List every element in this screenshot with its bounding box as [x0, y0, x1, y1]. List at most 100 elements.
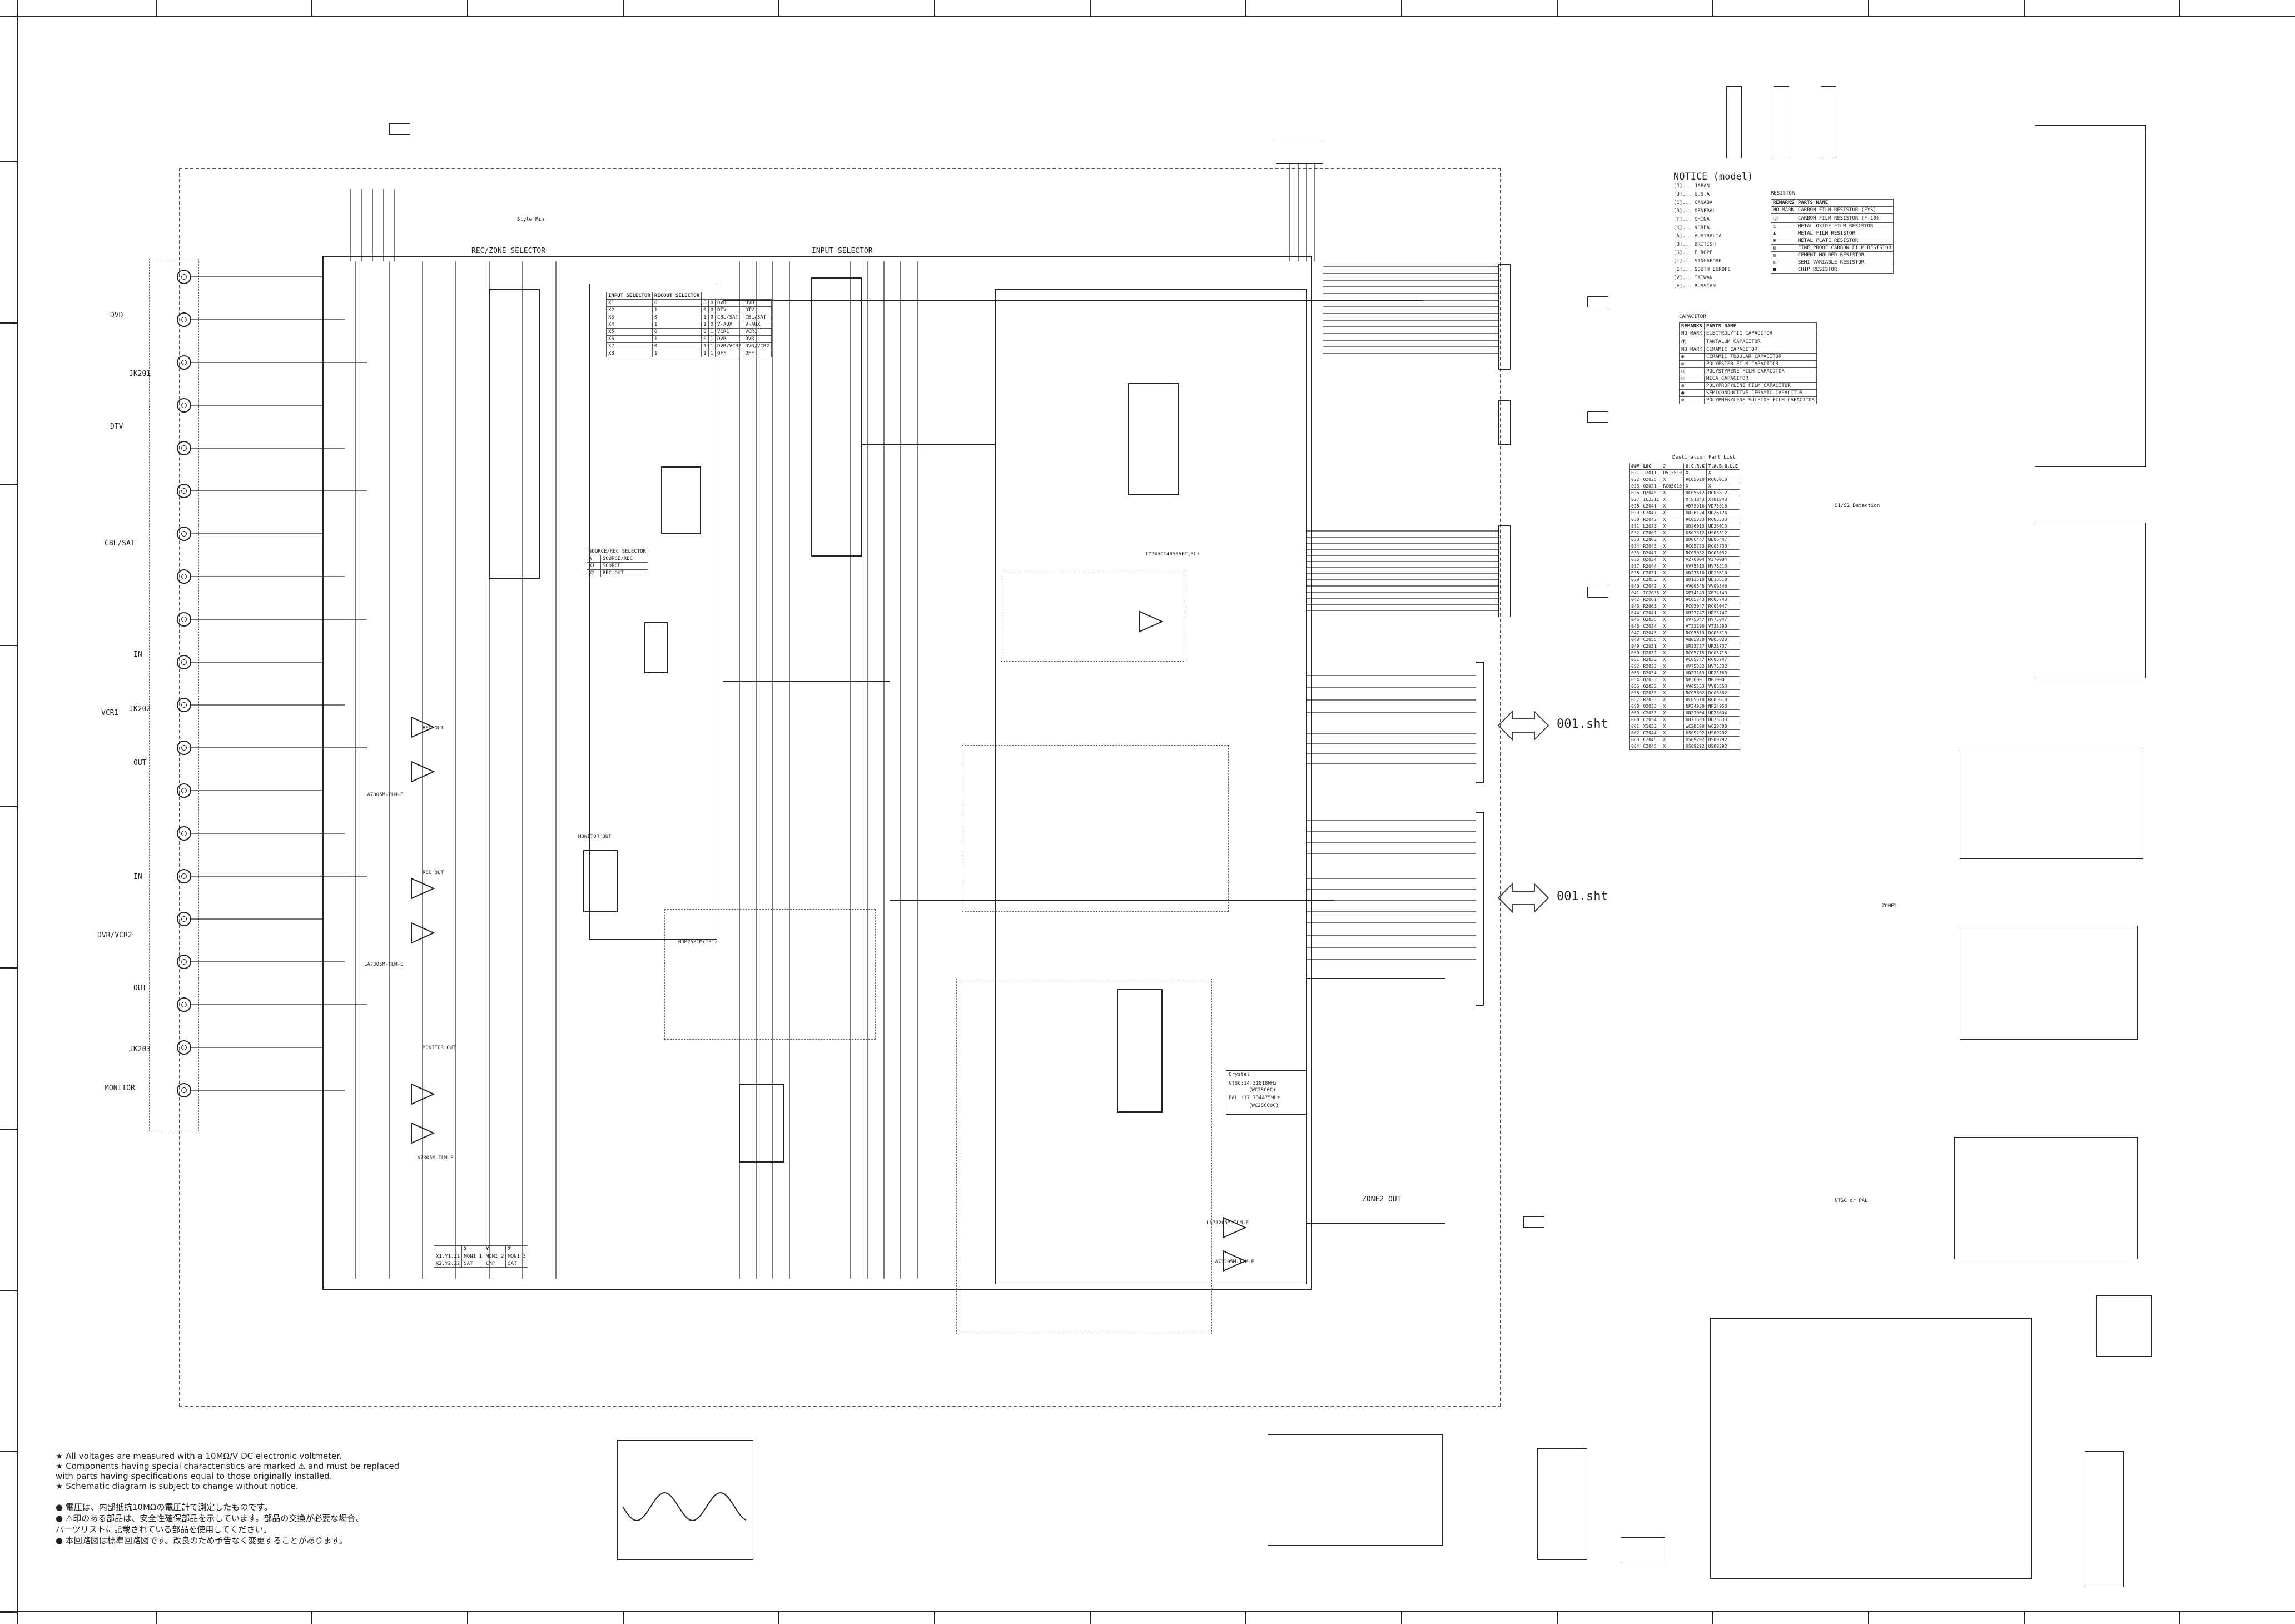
- source-rec-cell: SOURCE/REC: [600, 555, 648, 563]
- destination-parts-cell: X: [1661, 689, 1685, 697]
- marker-box-5: [1523, 1216, 1544, 1228]
- region-item: [G]... EUROPE: [1673, 250, 1713, 256]
- resistor-cell: ■: [1771, 266, 1796, 274]
- monitor-table-cell: MONI 2: [483, 1253, 506, 1260]
- component-body: [1117, 989, 1163, 1113]
- resistor-cell: ▥: [1771, 251, 1796, 259]
- destination-parts-cell: C2053: [1641, 576, 1662, 583]
- destination-parts-cell: RC05743: [1683, 596, 1707, 603]
- ic-label-zone-1: LA71205M-TLM-E: [1206, 1220, 1249, 1226]
- frame-tick-top: [1557, 0, 1558, 16]
- resistor-row: ▥CEMENT MOLDED RESISTOR: [1771, 251, 1894, 259]
- destination-parts-cell: X: [1661, 549, 1685, 557]
- destination-parts-cell: UD06447: [1706, 536, 1740, 543]
- capacitor-row: ◎POLYESTER FILM CAPACITOR: [1679, 360, 1817, 368]
- destination-parts-cell: RC05715: [1706, 649, 1740, 657]
- destination-parts-cell: Q2032: [1641, 683, 1662, 690]
- quad-opamp-diagram-2: [2035, 523, 2146, 678]
- frame-tick-bottom: [623, 1611, 624, 1624]
- resistor-header-cell: PARTS NAME: [1795, 199, 1894, 207]
- destination-parts-cell: UD26124: [1683, 509, 1707, 516]
- destination-parts-cell: R2035: [1641, 689, 1662, 697]
- destination-parts-cell: UD23163: [1683, 669, 1707, 677]
- input-selector-cell: 1: [708, 335, 716, 343]
- component-body: [583, 850, 618, 912]
- input-selector-cell: 1: [652, 321, 702, 329]
- left-jack-panel-outline: [149, 259, 199, 1131]
- opamp-symbol: [1223, 1216, 1247, 1239]
- input-selector-cell: 1: [701, 350, 709, 357]
- destination-parts-cell: UD23633: [1706, 716, 1740, 723]
- destination-parts-cell: L2041: [1641, 503, 1662, 510]
- destination-parts-cell: X: [1683, 483, 1707, 490]
- input-selector-cell: 0: [652, 328, 702, 336]
- rca-jack-inner: [181, 745, 187, 751]
- region-item: [T]... CHINA: [1673, 217, 1710, 222]
- resistor-cell: ▲: [1771, 230, 1796, 237]
- off-sheet-label-1[interactable]: 001.sht: [1557, 717, 1608, 731]
- destination-parts-cell: 034: [1628, 543, 1642, 550]
- destination-parts-cell: C2047: [1641, 509, 1662, 516]
- destination-parts-cell: 052: [1628, 663, 1642, 670]
- destination-parts-cell: C2033: [1641, 709, 1662, 717]
- off-sheet-label-2[interactable]: 001.sht: [1557, 890, 1608, 903]
- switch-ic-diagram-3: [1954, 1137, 2138, 1259]
- rca-jack-icon: [177, 1083, 191, 1097]
- destination-parts-cell: R2033: [1641, 656, 1662, 663]
- connector-label-dvd: DVD: [110, 311, 123, 320]
- destination-parts-cell: L2023: [1641, 523, 1662, 530]
- destination-parts-cell: RC05333: [1706, 516, 1740, 523]
- destination-parts-cell: NP30001: [1706, 676, 1740, 683]
- rca-jack-icon: [177, 312, 191, 327]
- destination-parts-cell: 055: [1628, 683, 1642, 690]
- rca-jack-icon: [177, 270, 191, 284]
- frame-tick-bottom: [156, 1611, 157, 1624]
- pin-table-1: [1726, 86, 1742, 158]
- destination-parts-cell: X: [1661, 743, 1685, 750]
- rca-jack-inner: [181, 617, 187, 622]
- switch-ic-diagram-1: [1960, 748, 2143, 859]
- off-sheet-arrow-2[interactable]: [1496, 881, 1551, 917]
- input-selector-cell: X4: [606, 321, 653, 329]
- region-item: [J]... JAPAN: [1673, 183, 1710, 189]
- input-selector-cell: DVR/VCR2: [743, 342, 772, 350]
- frame-tick-bottom: [1557, 1611, 1558, 1624]
- rca-jack-icon: [177, 741, 191, 755]
- sub-block-dashed-4: [956, 979, 1212, 1334]
- ic-label-monitor-out: LA7305M-TLM-E: [414, 1155, 454, 1161]
- destination-parts-cell: RC05715: [1683, 649, 1707, 657]
- off-sheet-arrow-1[interactable]: [1496, 709, 1551, 744]
- frame-tick-top: [1868, 0, 1869, 16]
- capacitor-cell: NO MARK: [1679, 346, 1705, 354]
- destination-parts-cell: VB05820: [1706, 636, 1740, 643]
- destination-parts-cell: RC05032: [1683, 549, 1707, 557]
- input-selector-cell: 0: [652, 342, 702, 350]
- destination-parts-cell: 031: [1628, 523, 1642, 530]
- source-rec-cell: X2: [587, 569, 601, 577]
- input-selector-cell: 1: [708, 350, 716, 357]
- resistor-cell: CARBON FILM RESISTOR (F-10): [1795, 213, 1894, 223]
- frame-tick-top: [934, 0, 935, 16]
- ic-label-rec-out-1: LA7305M-TLM-E: [364, 792, 404, 798]
- input-selector-cell: V-AUX: [714, 321, 744, 329]
- input-selector-cell: 0: [701, 335, 709, 343]
- connector-strip-1: [1498, 264, 1511, 370]
- frame-tick-top: [778, 0, 779, 16]
- destination-parts-cell: X: [1661, 683, 1685, 690]
- crystal-pal-part: (WC28C00C): [1249, 1103, 1279, 1109]
- destination-parts-cell: C2045: [1641, 743, 1662, 750]
